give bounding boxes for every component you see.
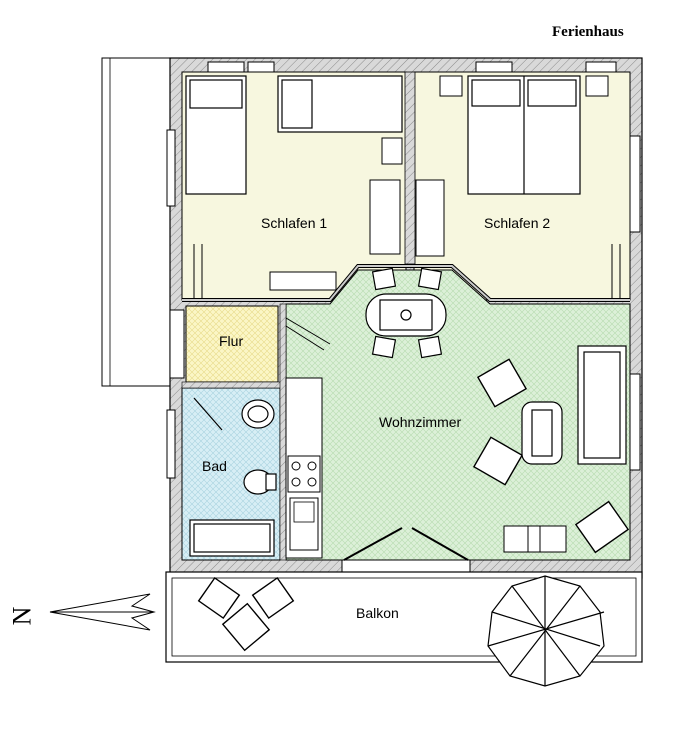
sofa <box>577 345 627 465</box>
label-wohnzimmer: Wohnzimmer <box>379 414 462 430</box>
doors-bedrooms <box>193 244 621 298</box>
north-label: N <box>7 606 37 626</box>
label-balkon: Balkon <box>356 605 399 621</box>
wall-flur-bad <box>181 381 283 389</box>
label-bad: Bad <box>202 458 227 474</box>
coffee-table <box>521 401 563 465</box>
sideboard <box>503 525 567 553</box>
stove <box>287 455 321 493</box>
balcony-furniture <box>197 576 295 652</box>
label-flur: Flur <box>219 333 244 349</box>
bed-schlafen-2 <box>467 75 581 195</box>
dining-table <box>365 293 447 337</box>
page-title: Ferienhaus <box>552 24 624 40</box>
wall-bad-kitchen <box>279 303 287 561</box>
wall-bedrooms <box>404 71 416 265</box>
bathroom-fixtures <box>189 397 277 557</box>
north-arrow <box>49 593 156 631</box>
armchairs <box>472 358 630 554</box>
doors-balcony <box>343 527 469 561</box>
label-schlafen-2: Schlafen 2 <box>484 215 551 231</box>
side-terrace <box>101 57 173 387</box>
dining-chairs <box>371 267 443 359</box>
bed-schlafen-1 <box>185 75 403 195</box>
windows <box>166 61 641 575</box>
kitchen-sink <box>289 497 319 551</box>
door-flur-wohnzimmer <box>285 317 331 351</box>
wardrobes-schlafen-1 <box>269 137 403 291</box>
parasol <box>487 575 605 687</box>
label-schlafen-1: Schlafen 1 <box>261 215 328 231</box>
flur-entrance <box>169 309 185 379</box>
wardrobes-schlafen-2 <box>415 75 609 257</box>
